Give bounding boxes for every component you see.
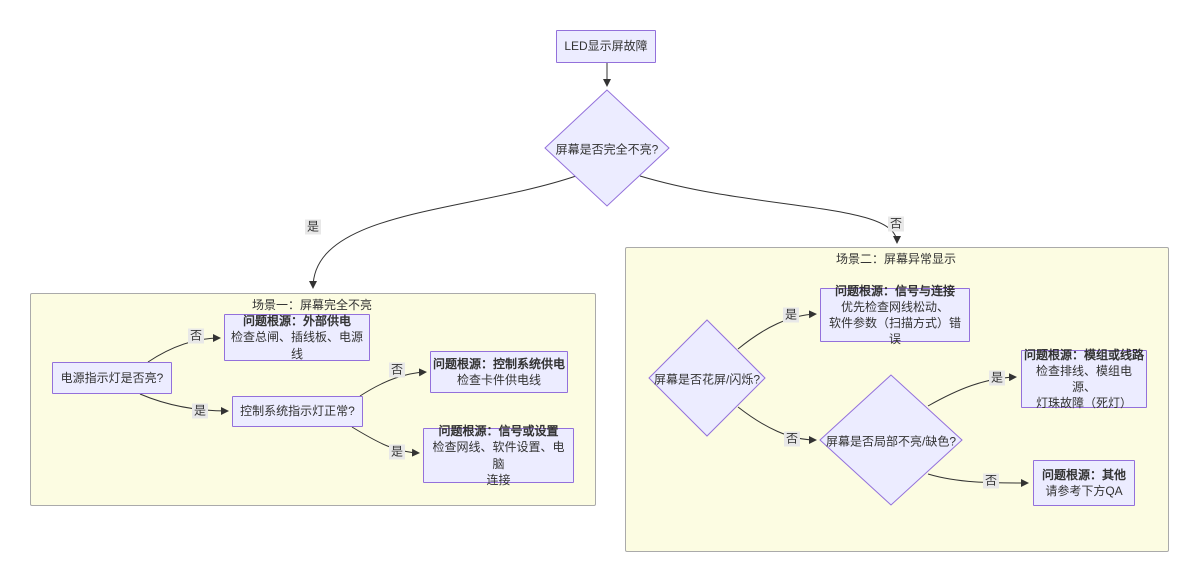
node-result-external-power: 问题根源：外部供电 检查总闸、插线板、电源线 <box>224 314 370 361</box>
edge-label-power-no: 否 <box>187 328 205 344</box>
node-question-ctrl-led-label: 控制系统指示灯正常? <box>240 404 355 419</box>
node-result-other-desc: 请参考下方QA <box>1045 484 1123 498</box>
node-start-label: LED显示屏故障 <box>564 39 648 54</box>
edge-ctrlled-yes <box>351 426 420 457</box>
edge-label-flicker-no: 否 <box>783 431 801 447</box>
node-result-module-line-desc: 检查排线、模组电源、 灯珠故障（死灯） <box>1035 363 1132 411</box>
node-result-other: 问题根源：其他 请参考下方QA <box>1033 460 1135 506</box>
edge-ctrlled-no <box>359 368 427 397</box>
node-start: LED显示屏故障 <box>556 30 656 63</box>
edge-label-partial-yes: 是 <box>988 370 1006 386</box>
node-result-signal-setting: 问题根源：信号或设置 检查网线、软件设置、电脑 连接 <box>423 424 574 487</box>
edge-flicker-no <box>737 406 817 444</box>
edge-powerled-yes <box>139 393 229 415</box>
edge-partial-yes <box>927 373 1017 407</box>
node-result-signal-setting-desc: 检查网线、软件设置、电脑 连接 <box>432 440 565 487</box>
decision-screen-dark-label: 屏幕是否完全不亮? <box>555 142 659 157</box>
edge-label-no-main: 否 <box>887 216 905 232</box>
node-result-module-line: 问题根源：模组或线路 检查排线、模组电源、 灯珠故障（死灯） <box>1021 347 1147 410</box>
edge-decision-no-to-scene2 <box>639 175 901 244</box>
decision-flicker-label: 屏幕是否花屏/闪烁? <box>653 372 761 387</box>
decision-diamond-partial <box>819 374 963 506</box>
node-result-signal-conn-title: 问题根源：信号与连接 <box>834 283 955 298</box>
node-question-ctrl-led: 控制系统指示灯正常? <box>232 396 363 427</box>
edge-powerled-no <box>147 334 221 363</box>
node-result-signal-conn: 问题根源：信号与连接 优先检查网线松动、 软件参数（扫描方式）错误 <box>820 284 970 346</box>
edge-decision-yes-to-scene1 <box>309 175 577 289</box>
node-result-module-line-title: 问题根源：模组或线路 <box>1024 347 1145 362</box>
node-result-ctrl-power: 问题根源：控制系统供电 检查卡件供电线 <box>430 351 568 393</box>
edge-label-flicker-yes: 是 <box>782 307 800 323</box>
node-result-external-power-desc: 检查总闸、插线板、电源线 <box>230 330 363 361</box>
node-question-power-led-label: 电源指示灯是否亮? <box>60 370 164 385</box>
edge-label-ctrl-no: 否 <box>388 362 406 378</box>
node-result-signal-setting-title: 问题根源：信号或设置 <box>438 424 559 439</box>
edge-label-ctrl-yes: 是 <box>388 444 406 460</box>
node-result-ctrl-power-desc: 检查卡件供电线 <box>456 373 541 387</box>
node-result-ctrl-power-title: 问题根源：控制系统供电 <box>433 356 566 371</box>
node-result-other-title: 问题根源：其他 <box>1041 467 1126 482</box>
node-question-power-led: 电源指示灯是否亮? <box>52 362 172 394</box>
node-result-signal-conn-desc: 优先检查网线松动、 软件参数（扫描方式）错误 <box>828 299 961 347</box>
region-scene1-title: 场景一：屏幕完全不亮 <box>251 298 373 312</box>
decision-diamond-screen-dark <box>544 89 670 207</box>
edge-label-power-yes: 是 <box>191 403 209 419</box>
edge-label-partial-no: 否 <box>982 473 1000 489</box>
edge-partial-no <box>927 473 1029 487</box>
decision-diamond-flicker <box>648 319 766 437</box>
decision-partial-label: 屏幕是否局部不亮/缺色? <box>825 434 957 449</box>
edge-flicker-yes <box>737 310 817 350</box>
node-result-external-power-title: 问题根源：外部供电 <box>242 314 351 329</box>
edge-label-yes-main: 是 <box>304 219 322 235</box>
region-scene2-title: 场景二：屏幕异常显示 <box>835 252 957 266</box>
